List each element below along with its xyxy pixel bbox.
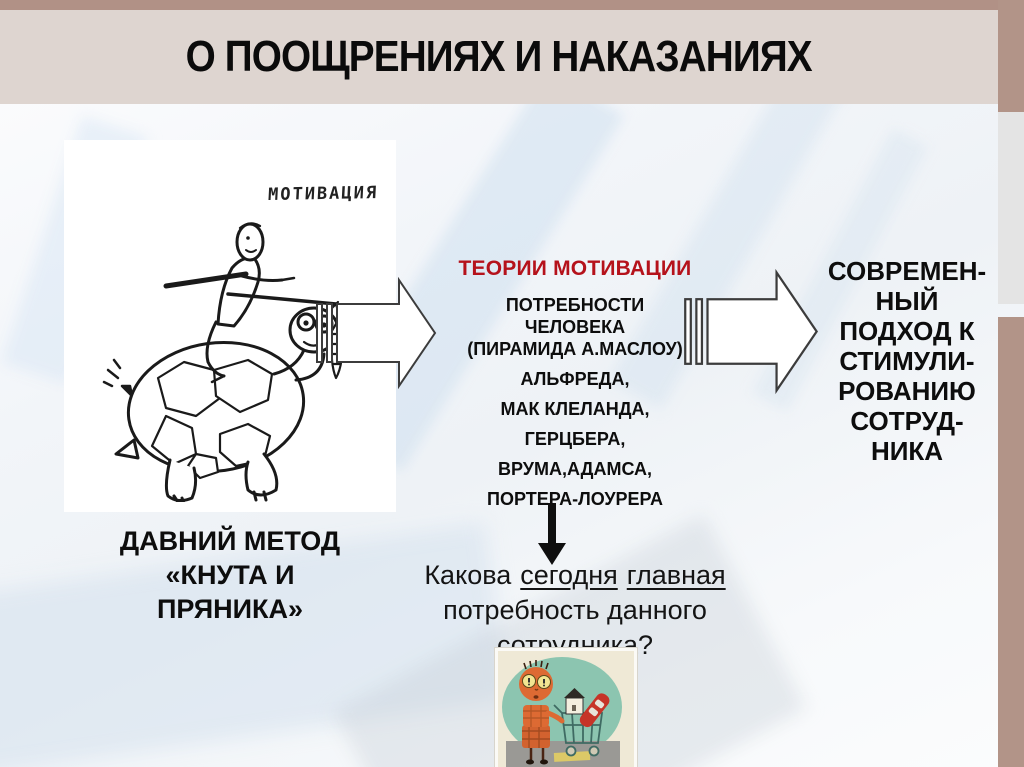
header-top-strip (0, 0, 1024, 10)
question-line-1: Какова сегодня главная (375, 558, 775, 593)
question-word: Какова (424, 560, 512, 590)
down-arrow-icon (538, 503, 566, 565)
question-word-underlined: сегодня (520, 560, 618, 590)
striped-right-arrow-icon (316, 277, 437, 389)
list-item: ГЕРЦБЕРА, (524, 429, 626, 449)
list-item: ПОРТЕРА-ЛОУРЕРА (487, 489, 663, 509)
right-edge-gray-strip (998, 112, 1024, 304)
right-edge-tan-strip (998, 317, 1024, 767)
page-title: О ПООЩРЕНИЯХ И НАКАЗАНИЯХ (185, 32, 813, 81)
list-item: ВРУМА,АДАМСА, (498, 459, 652, 479)
question-word-underlined: главная (626, 560, 726, 590)
title-bar: О ПООЩРЕНИЯХ И НАКАЗАНИЯХ (0, 10, 998, 104)
list-item: МАК КЛЕЛАНДА, (500, 399, 650, 419)
striped-right-arrow-icon (684, 269, 819, 394)
shopper-cartoon-image (495, 648, 637, 767)
shopper-drawing (498, 651, 628, 767)
list-item: ПОТРЕБНОСТИ ЧЕЛОВЕКА (ПИРАМИДА А.МАСЛОУ) (467, 295, 683, 359)
header-right-accent (998, 0, 1024, 112)
old-method-caption: ДАВНИЙ МЕТОД «КНУТА И ПРЯНИКА» (119, 526, 341, 624)
list-item: АЛЬФРЕДА, (520, 369, 630, 389)
theories-list: ПОТРЕБНОСТИ ЧЕЛОВЕКА (ПИРАМИДА А.МАСЛОУ)… (425, 294, 725, 510)
modern-approach-text: СОВРЕМЕН- НЫЙ ПОДХОД К СТИМУЛИ- РОВАНИЮ … (827, 256, 987, 466)
theories-heading: ТЕОРИИ МОТИВАЦИИ (458, 257, 692, 280)
